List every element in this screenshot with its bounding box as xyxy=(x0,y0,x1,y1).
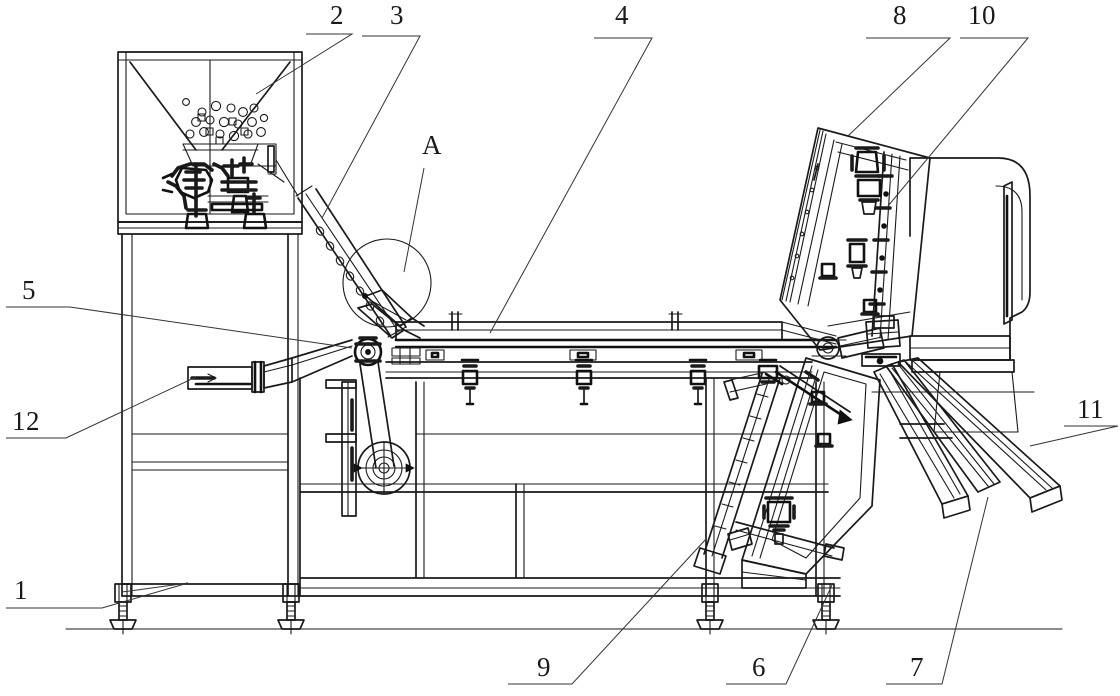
callout-label-8: 8 xyxy=(893,0,907,30)
callout-leader-2 xyxy=(255,33,354,95)
inclined-sorting-chamber xyxy=(727,357,881,589)
callout-leaders xyxy=(6,33,1119,685)
conveyor-tail-pulley xyxy=(811,336,847,360)
callout-leader-12 xyxy=(6,376,197,439)
callout-label-6: 6 xyxy=(752,652,766,682)
callout-label-11: 11 xyxy=(1077,394,1104,424)
side-feed-tube xyxy=(187,339,353,394)
drive-motor-pulley xyxy=(325,336,415,517)
callout-leader-3 xyxy=(321,35,421,219)
granular-material xyxy=(182,98,269,145)
callout-leader-4 xyxy=(489,37,653,334)
main-cabinet-housing xyxy=(909,157,1031,433)
callout-label-A: A xyxy=(422,130,442,160)
callout-label-5: 5 xyxy=(22,275,36,305)
callout-label-10: 10 xyxy=(968,0,996,30)
vibratory-drive xyxy=(161,156,269,230)
callout-leader-11 xyxy=(1029,425,1119,447)
discharge-chutes xyxy=(861,353,1063,519)
callout-label-3: 3 xyxy=(390,0,404,30)
nozzle-assemblies xyxy=(460,358,779,406)
feed-tray xyxy=(182,143,299,197)
callout-label-1: 1 xyxy=(14,575,28,605)
callout-leader-5 xyxy=(6,306,353,349)
callout-leader-7 xyxy=(886,496,989,685)
callout-label-2: 2 xyxy=(330,0,344,30)
callout-leader-9 xyxy=(508,538,707,685)
optical-sorter-panel xyxy=(779,127,931,351)
hopper-stand-legs xyxy=(121,233,299,597)
transfer-hardware xyxy=(723,315,901,448)
lower-inclined-conveyor xyxy=(693,373,781,575)
callout-label-4: 4 xyxy=(615,0,629,30)
callout-leader-1 xyxy=(6,582,189,609)
callout-label-12: 12 xyxy=(12,406,40,436)
adjustable-feet xyxy=(109,583,840,635)
callout-leader-6 xyxy=(726,584,833,685)
callout-leader-10 xyxy=(887,37,1030,207)
hopper-frame xyxy=(117,51,303,235)
callout-label-9: 9 xyxy=(537,652,551,682)
callout-leader-8 xyxy=(847,37,952,137)
callout-label-7: 7 xyxy=(910,652,924,682)
callout-leader-A xyxy=(403,167,425,273)
